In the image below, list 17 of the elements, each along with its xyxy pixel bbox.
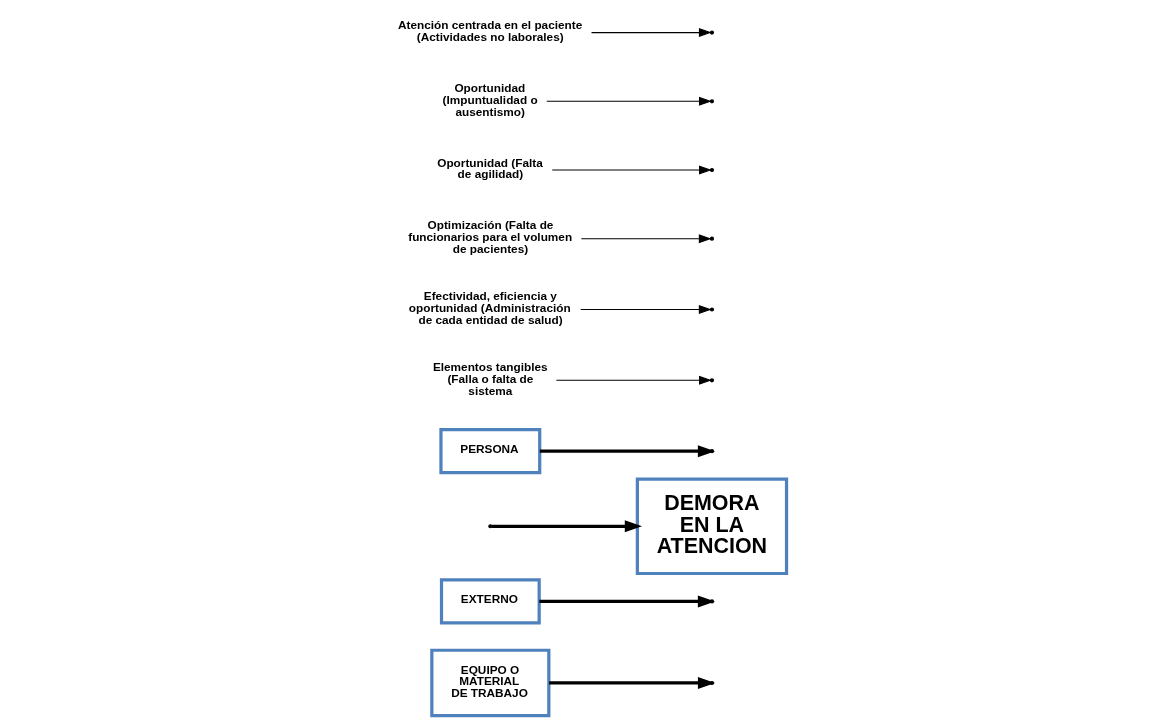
arrow <box>579 304 712 314</box>
arrow <box>551 164 712 174</box>
arrow <box>580 233 712 243</box>
arrow <box>491 519 642 532</box>
arrow <box>590 27 712 37</box>
node-box: DEMORA EN LA ATENCION <box>635 476 788 575</box>
node-box: EQUIPO O MATERIAL DE TRABAJO <box>429 648 550 717</box>
node-text: Elementos tangibles (Falla o falta de sistema <box>432 359 548 398</box>
arrow <box>545 96 712 106</box>
node-box: PERSONA <box>438 427 541 474</box>
arrow <box>555 375 712 385</box>
node-text: Oportunidad (Impuntualidad o ausentismo) <box>442 80 538 119</box>
node-text: Oportunidad (Falta de agilidad) <box>436 155 543 181</box>
node-text: Efectividad, eficiencia y oportunidad (Administración de cada entidad de salud) <box>408 288 571 327</box>
node-text: Atención centrada en el paciente (Actividades no laborales) <box>397 17 582 44</box>
node-text: Optimización (Falta de funcionarios para el volumen de pacientes) <box>407 217 572 256</box>
node-box: EXTERNO <box>439 577 541 624</box>
